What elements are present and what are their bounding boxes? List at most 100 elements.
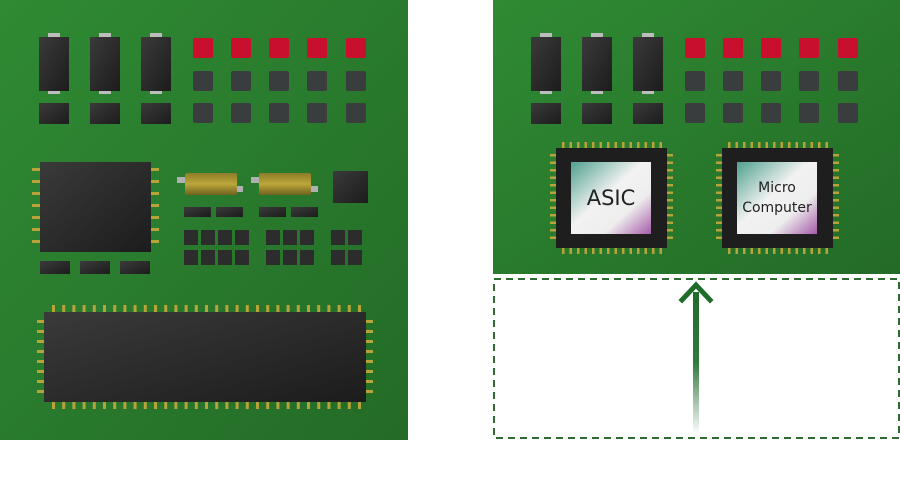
led-red xyxy=(193,38,213,58)
led-off xyxy=(346,71,366,91)
chip-pin xyxy=(307,402,310,409)
chip-pin xyxy=(577,248,580,254)
chip-pin xyxy=(765,248,768,254)
chip-pin xyxy=(133,402,137,409)
transistor-3 xyxy=(141,33,171,94)
chip-pin xyxy=(833,236,839,239)
chip-pin xyxy=(347,402,351,409)
chip-pin xyxy=(184,402,188,409)
chip-pin xyxy=(154,305,157,312)
chip-pin xyxy=(62,305,66,312)
smd-tiny xyxy=(259,207,286,217)
smd-small xyxy=(120,261,150,274)
left-board xyxy=(0,0,408,440)
chip-pin xyxy=(550,184,556,187)
chip-pin xyxy=(716,191,722,194)
led-off xyxy=(761,103,781,123)
chip-pin xyxy=(37,380,44,383)
chip-pin xyxy=(743,142,746,148)
smd-tiny xyxy=(216,207,243,217)
left-led-grid xyxy=(193,38,366,123)
chip-pin xyxy=(577,142,580,148)
chip-pin xyxy=(205,402,208,409)
led-off xyxy=(231,103,251,123)
chip-pin xyxy=(347,305,351,312)
chip-pin xyxy=(569,248,572,254)
smd-left-3 xyxy=(141,103,171,124)
left-large-qfp-chip xyxy=(37,305,373,409)
chip-pin xyxy=(644,248,647,254)
chip-pin xyxy=(327,305,331,312)
chip-pin xyxy=(758,142,761,148)
chip-pin xyxy=(644,142,647,148)
chip-pin xyxy=(37,340,44,343)
chip-pin xyxy=(133,305,137,312)
chip-pin xyxy=(716,206,722,209)
chip-pin xyxy=(667,154,673,157)
chip-pin xyxy=(72,402,76,409)
chip-pin xyxy=(629,142,632,148)
chip-pin xyxy=(164,402,168,409)
chip-pin xyxy=(780,248,783,254)
chip-pin xyxy=(803,142,806,148)
chip-pin xyxy=(215,402,219,409)
led-red xyxy=(307,38,327,58)
led-off xyxy=(723,71,743,91)
chip-pin xyxy=(550,236,556,239)
asic-chip: ASIC xyxy=(550,142,673,254)
led-off xyxy=(193,71,213,91)
chip-pin xyxy=(72,305,76,312)
chip-pin xyxy=(123,305,127,312)
chip-pin xyxy=(659,248,662,254)
chip-pin xyxy=(337,305,341,312)
smd-small xyxy=(40,261,70,274)
chip-pin xyxy=(780,142,783,148)
chip-pin xyxy=(716,221,722,224)
chip-pin xyxy=(52,402,55,409)
right-board: ASIC Micro Computer xyxy=(493,0,900,439)
chip-pin xyxy=(833,229,839,232)
transistor-r2 xyxy=(582,33,612,94)
chip-pin xyxy=(103,402,106,409)
chip-pin xyxy=(614,142,617,148)
chip-pin xyxy=(296,402,300,409)
led-off xyxy=(307,103,327,123)
led-red xyxy=(269,38,289,58)
led-off xyxy=(685,103,705,123)
chip-pin xyxy=(550,161,556,164)
chip-pin xyxy=(205,305,208,312)
smd-tiny xyxy=(291,207,318,217)
chip-pin xyxy=(550,206,556,209)
chip-pin xyxy=(37,350,44,353)
chip-pin xyxy=(652,248,655,254)
led-off xyxy=(307,71,327,91)
chip-pin xyxy=(833,161,839,164)
chip-pin xyxy=(758,248,761,254)
chip-pin xyxy=(235,402,239,409)
transistor-r1 xyxy=(531,33,561,94)
led-off xyxy=(838,71,858,91)
transistor-r3 xyxy=(633,33,663,94)
chip-pin xyxy=(716,169,722,172)
chip-pin xyxy=(833,154,839,157)
chip-pin xyxy=(833,191,839,194)
chip-pin xyxy=(296,305,300,312)
chip-pin xyxy=(225,402,229,409)
chip-pin xyxy=(637,142,640,148)
up-arrow-icon xyxy=(678,281,714,434)
chip-pin xyxy=(810,142,813,148)
chip-pin xyxy=(245,305,249,312)
chip-pin xyxy=(174,402,178,409)
chip-pin xyxy=(113,305,117,312)
chip-pin xyxy=(366,380,373,383)
chip-pin xyxy=(788,248,791,254)
chip-pin xyxy=(833,169,839,172)
micro-computer-label-line2: Computer xyxy=(742,200,812,216)
chip-pin xyxy=(154,402,157,409)
chip-pin xyxy=(550,169,556,172)
transistor-1 xyxy=(39,33,69,94)
chip-pin xyxy=(550,191,556,194)
chip-pin xyxy=(52,305,55,312)
chip-pin xyxy=(562,248,565,254)
